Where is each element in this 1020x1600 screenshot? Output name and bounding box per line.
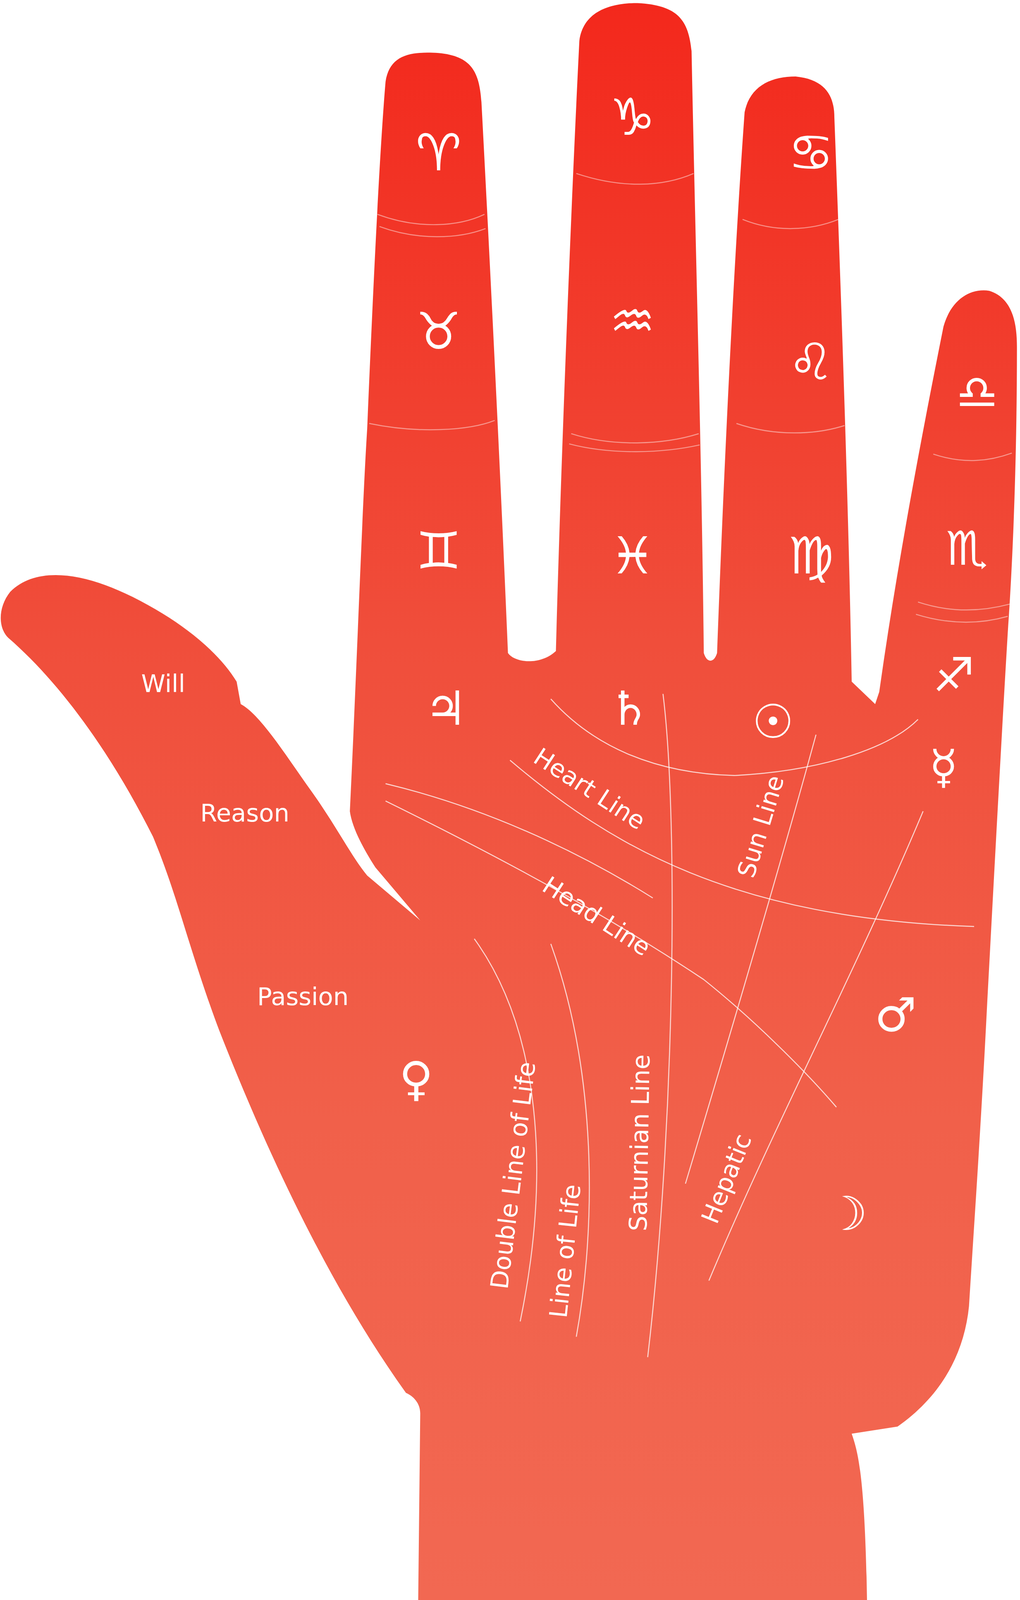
finger-creases <box>369 173 1012 623</box>
planet-symbol: ♂ <box>874 991 917 1039</box>
zodiac-symbol: ♎ <box>956 369 999 416</box>
thumb-label: Passion <box>257 984 349 1010</box>
zodiac-symbol: ♌ <box>788 336 834 388</box>
zodiac-symbol: ♒ <box>609 296 656 347</box>
zodiac-symbol: ♏ <box>945 525 989 573</box>
thumb-label: Will <box>140 671 186 696</box>
zodiac-symbol: ♊ <box>415 525 462 577</box>
planet-symbol: ☿ <box>929 743 958 791</box>
zodiac-symbol: ♈ <box>415 127 462 179</box>
palm-lines <box>385 693 975 1357</box>
zodiac-symbol: ♑ <box>609 91 656 143</box>
planet-symbol: ♀ <box>398 1056 434 1104</box>
zodiac-symbol: ♉ <box>415 305 462 357</box>
planet-symbol: ♄ <box>608 685 651 733</box>
line-label: Saturnian Line <box>625 1054 654 1232</box>
thumb-label: Reason <box>200 800 290 826</box>
zodiac-symbol: ♓ <box>609 530 656 582</box>
zodiac-symbol: ♐ <box>932 652 975 699</box>
planet-symbol: ☉ <box>752 699 795 746</box>
planet-symbol: ☽ <box>825 1190 868 1238</box>
zodiac-symbol: ♋ <box>788 127 834 179</box>
zodiac-symbol: ♍ <box>788 530 834 582</box>
planet-symbol: ♃ <box>424 685 467 733</box>
